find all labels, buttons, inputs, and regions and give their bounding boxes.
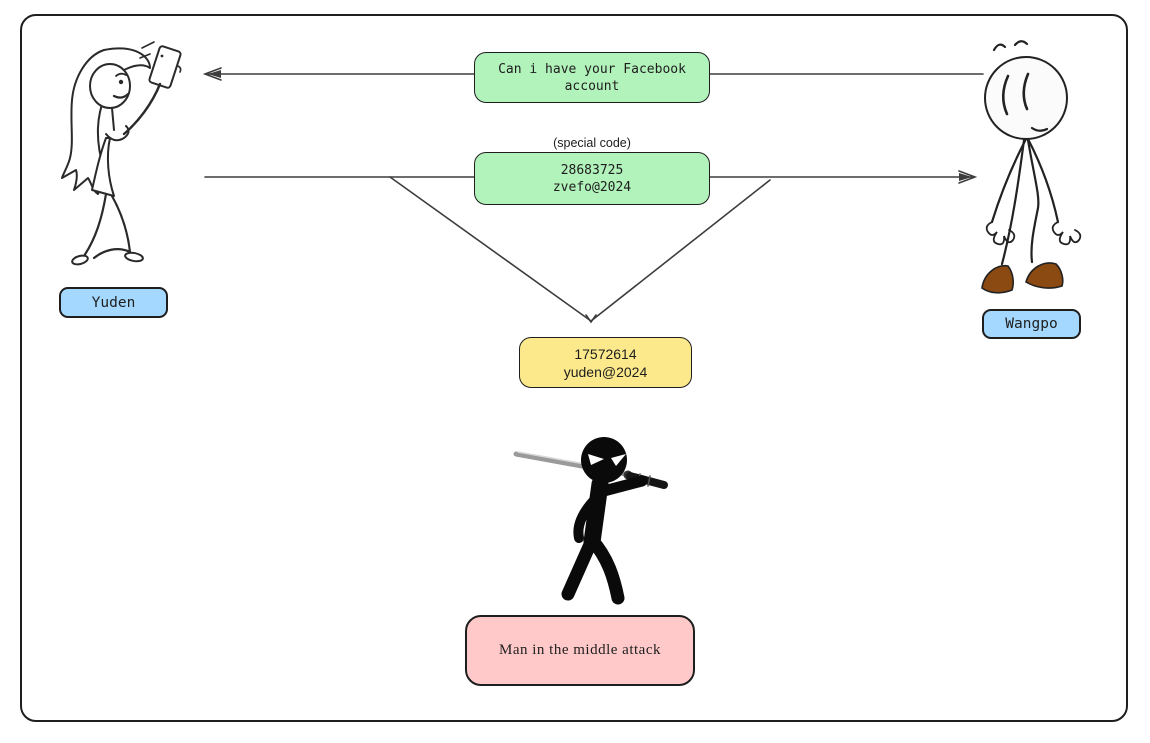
attacker-label: Man in the middle attack [499,642,661,658]
message-credentials-box: 28683725 zvefo@2024 [474,152,710,205]
attacker-label-box: Man in the middle attack [465,615,695,686]
actor-label-wangpo: Wangpo [982,309,1081,339]
intercepted-account: yuden@2024 [563,363,648,380]
message-request-box: Can i have your Facebook account [474,52,710,103]
actor-label-yuden: Yuden [59,287,168,318]
man-head [984,56,1068,140]
woman-hair [61,47,151,195]
intercepted-code: 17572614 [574,345,637,362]
special-code-caption: (special code) [553,136,631,150]
credentials-account: zvefo@2024 [552,179,632,195]
credentials-code: 28683725 [560,162,624,178]
wangpo-label: Wangpo [1005,316,1058,332]
message-request-line1: Can i have your Facebook [498,61,686,77]
selfie-woman-figure [61,41,182,266]
man-shoe-right [1025,262,1064,289]
intercepted-credentials-box: 17572614 yuden@2024 [519,337,692,388]
message-request-line2: account [564,78,620,94]
woman-smile [112,92,130,99]
stick-man-figure [981,40,1082,294]
woman-head [89,63,131,109]
ninja-head [581,437,627,483]
man-shoe-left [981,264,1014,294]
ninja-figure [513,437,668,605]
yuden-label: Yuden [91,294,136,311]
intercept-v-lines [389,176,771,324]
